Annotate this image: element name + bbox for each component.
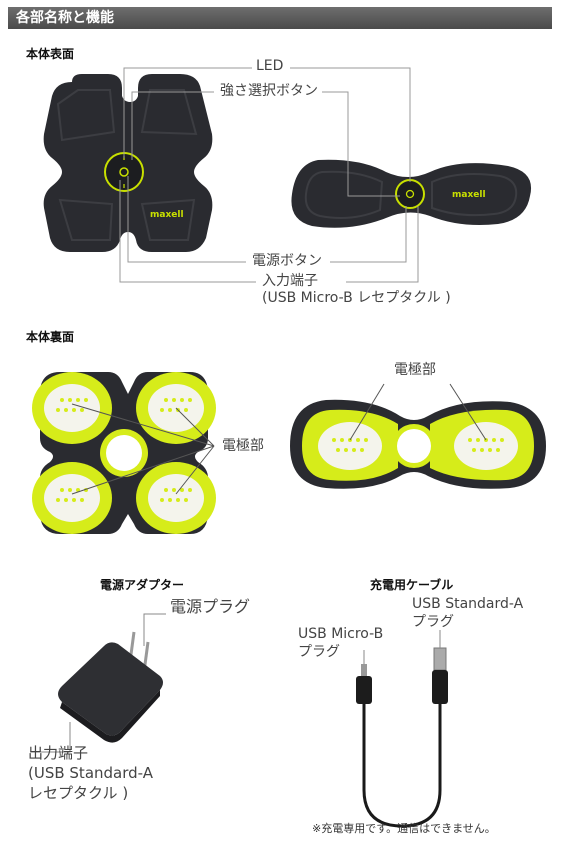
brand-logo-bar: maxell xyxy=(452,190,486,200)
front-leader-lines xyxy=(119,67,419,283)
label-output-port: 出力端子 xyxy=(28,744,89,762)
back-leader-lines xyxy=(71,383,487,495)
label-power-button: 電源ボタン xyxy=(252,253,322,269)
usb-cable xyxy=(356,647,448,828)
back-section-title: 本体裏面 xyxy=(26,330,75,344)
brand-logo-square: maxell xyxy=(150,210,184,220)
front-square-device xyxy=(43,74,213,252)
front-section-title: 本体表面 xyxy=(26,47,75,61)
back-square-device xyxy=(32,372,216,534)
cable-leader-lines xyxy=(363,630,441,664)
label-usb-micro-b: USB Micro-B xyxy=(298,626,384,642)
section-header: 各部名称と機能 xyxy=(8,7,552,29)
label-power-plug: 電源プラグ xyxy=(170,597,251,616)
label-output-port-detail1: (USB Standard-A xyxy=(28,764,153,782)
label-usb-micro-b-plug: プラグ xyxy=(298,644,340,660)
label-usb-standard-a: USB Standard-A xyxy=(412,596,524,612)
label-input-port-detail: (USB Micro-B レセプタクル ) xyxy=(262,290,451,306)
cable-section-title: 充電用ケーブル xyxy=(370,578,454,592)
back-bar-device xyxy=(290,399,546,489)
adapter-section-title: 電源アダプター xyxy=(100,578,185,592)
label-electrode-right: 電極部 xyxy=(394,362,436,378)
label-input-port: 入力端子 xyxy=(262,273,318,289)
power-adapter xyxy=(58,631,163,743)
adapter-leader-lines xyxy=(30,613,166,753)
label-usb-standard-a-plug: プラグ xyxy=(412,614,454,630)
label-led: LED xyxy=(256,58,284,74)
label-strength-button: 強さ選択ボタン xyxy=(220,83,318,99)
label-output-port-detail2: レセプタクル ) xyxy=(28,784,129,802)
front-bar-device xyxy=(291,159,532,228)
charging-only-note: ※充電専用です。通信はできません。 xyxy=(312,822,496,835)
label-electrode-left: 電極部 xyxy=(222,438,264,454)
